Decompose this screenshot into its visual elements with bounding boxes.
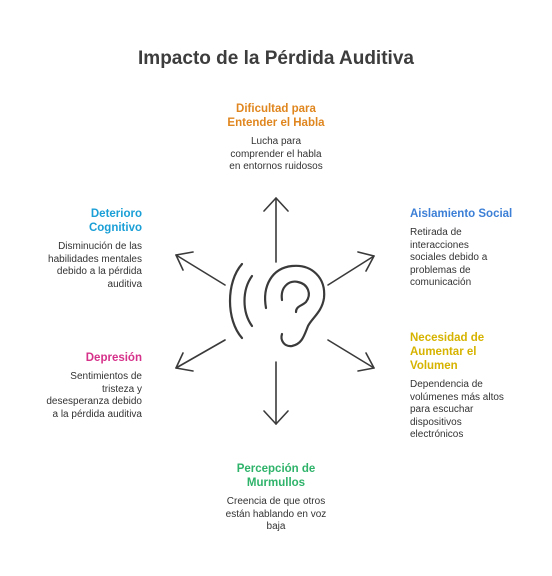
page-title: Impacto de la Pérdida Auditiva — [138, 48, 414, 69]
description-line: Creencia de que otros — [226, 496, 326, 507]
node-description: Creencia de que otros están hablando en … — [196, 496, 356, 534]
node-heading: Necesidad de Aumentar el Volumen — [410, 331, 550, 373]
arrow-down-left — [175, 339, 226, 372]
arrow-up-right — [327, 251, 375, 286]
node-social-isolation: Aislamiento Social Retirada de interacci… — [410, 207, 550, 290]
arrow-down — [263, 361, 289, 425]
arrow-down-right — [327, 339, 375, 372]
description-line: dispositivos — [410, 416, 462, 428]
node-description: Disminución de las habilidades mentales … — [2, 241, 142, 291]
node-description: Sentimientos de tristeza y desesperanza … — [2, 371, 142, 421]
description-line: desesperanza debido — [46, 396, 142, 407]
description-line: tristeza y — [101, 383, 142, 395]
arrow-up — [263, 197, 289, 263]
heading-line: Dificultad para — [236, 103, 316, 115]
description-line: Retirada de — [410, 227, 462, 238]
node-description: Retirada de interacciones sociales debid… — [410, 227, 550, 290]
description-line: comprender el habla — [230, 148, 322, 160]
node-heading: Percepción de Murmullos — [196, 462, 356, 490]
node-description: Lucha para comprender el habla en entorn… — [196, 136, 356, 174]
node-description: Dependencia de volúmenes más altos para … — [410, 379, 550, 442]
description-line: en entornos ruidosos — [229, 161, 323, 172]
node-cognitive-decline: Deterioro Cognitivo Disminución de las h… — [2, 207, 142, 291]
node-heading: Deterioro Cognitivo — [2, 207, 142, 235]
heading-line: Murmullos — [246, 477, 306, 489]
description-line: baja — [266, 521, 286, 532]
arrows — [175, 197, 375, 425]
description-line: volúmenes más altos — [410, 391, 504, 403]
heading-line: Aislamiento Social — [410, 208, 513, 220]
arrow-up-left — [175, 251, 226, 286]
description-line: Sentimientos de — [70, 371, 142, 382]
heading-line: Cognitivo — [88, 222, 142, 234]
description-line: auditiva — [107, 278, 142, 290]
description-line: electrónicos — [410, 429, 464, 440]
description-line: habilidades mentales — [48, 253, 142, 265]
description-line: Lucha para — [250, 136, 302, 147]
node-volume-need: Necesidad de Aumentar el Volumen Depende… — [410, 331, 550, 442]
heading-line: Deterioro — [90, 208, 142, 220]
node-heading: Depresión — [2, 351, 142, 365]
description-line: están hablando en voz — [225, 508, 327, 520]
heading-line: Aumentar el — [410, 346, 477, 358]
node-depression: Depresión Sentimientos de tristeza y des… — [2, 351, 142, 421]
node-heading: Aislamiento Social — [410, 207, 550, 221]
heading-line: Percepción de — [236, 463, 316, 475]
description-line: para escuchar — [410, 404, 474, 415]
heading-line: Depresión — [85, 352, 142, 364]
node-murmur-perception: Percepción de Murmullos Creencia de que … — [196, 462, 356, 534]
node-difficulty-understanding: Dificultad para Entender el Habla Lucha … — [196, 102, 356, 174]
heading-line: Necesidad de — [410, 332, 485, 344]
description-line: interacciones — [410, 239, 469, 251]
description-line: a la pérdida auditiva — [52, 408, 142, 420]
ear-with-sound-waves-icon — [228, 262, 326, 348]
heading-line: Entender el Habla — [227, 117, 325, 129]
description-line: Disminución de las — [58, 241, 142, 252]
node-heading: Dificultad para Entender el Habla — [196, 102, 356, 130]
description-line: problemas de — [410, 264, 471, 276]
description-line: comunicación — [410, 277, 472, 288]
description-line: Dependencia de — [410, 379, 483, 390]
description-line: sociales debido a — [410, 252, 488, 263]
description-line: debido a la pérdida — [56, 266, 142, 277]
heading-line: Volumen — [410, 360, 458, 372]
